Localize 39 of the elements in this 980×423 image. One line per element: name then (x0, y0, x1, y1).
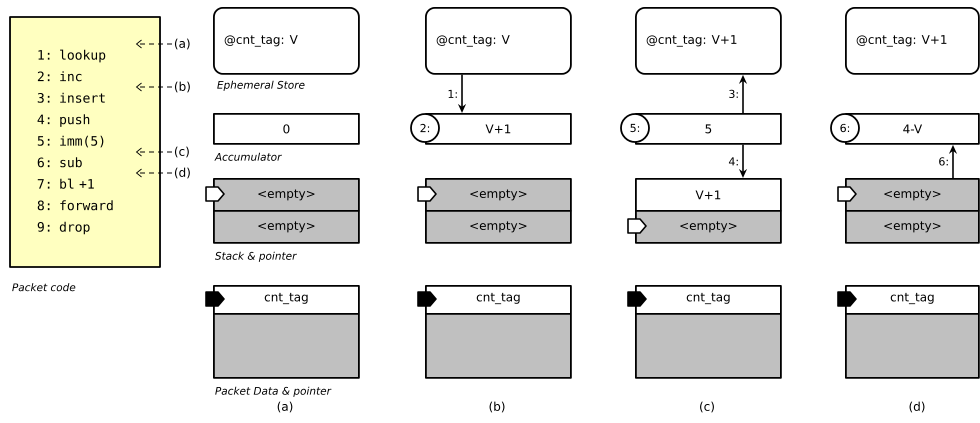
store-box: @cnt_tag: V+1 (635, 7, 782, 75)
node-label: Ephemeral Store (217, 80, 305, 91)
stack-cell: <empty> (635, 210, 782, 244)
node-label: Accumulator (214, 152, 282, 161)
stack-cell: <empty> (425, 178, 572, 212)
node-label: Packet Data & pointer (215, 386, 332, 397)
edge-label: 6: (939, 157, 948, 166)
arrow (136, 168, 172, 178)
edge-label: 1: (448, 90, 457, 98)
store-box: @cnt_tag: V (213, 7, 360, 75)
marker-label: (b) (174, 82, 190, 92)
accumulator-box: 0 (213, 113, 360, 145)
store-box: @cnt_tag: V (425, 7, 572, 75)
subfigure-label: (d) (910, 402, 924, 412)
subfigure-label: (a) (278, 402, 292, 412)
node-label: Stack & pointer (214, 252, 297, 262)
marker-label: (d) (174, 168, 190, 178)
code-box: 1: lookup 2: inc 3: insert 4: push 5: imm(5) 6: sub 7: bl +1 8: forward 9: drop (9, 16, 161, 268)
edge-label: 4: (728, 157, 738, 166)
store-box: @cnt_tag: V+1 (845, 7, 980, 75)
stack-cell: V+1 (635, 178, 782, 212)
arrow (136, 40, 172, 48)
packet-data-box: cnt_tag (845, 285, 980, 379)
stack-cell: <empty> (213, 178, 360, 212)
stack-cell: <empty> (425, 210, 572, 244)
packet-data-box: cnt_tag (425, 285, 572, 379)
packet-data-box: cnt_tag (635, 285, 782, 379)
stack-cell: <empty> (213, 210, 360, 244)
stack-cell: <empty> (845, 178, 980, 212)
stack-cell: <empty> (845, 210, 980, 244)
subfigure-label: (c) (700, 402, 714, 412)
marker-label: (c) (174, 146, 189, 158)
arrow (136, 148, 172, 156)
subfigure-label: (b) (490, 402, 504, 412)
marker-label: (a) (174, 38, 190, 50)
packet-data-box: cnt_tag (213, 285, 360, 379)
arrow (136, 82, 172, 92)
edge-label: 3: (729, 90, 738, 98)
node-label: Packet code (12, 283, 76, 292)
